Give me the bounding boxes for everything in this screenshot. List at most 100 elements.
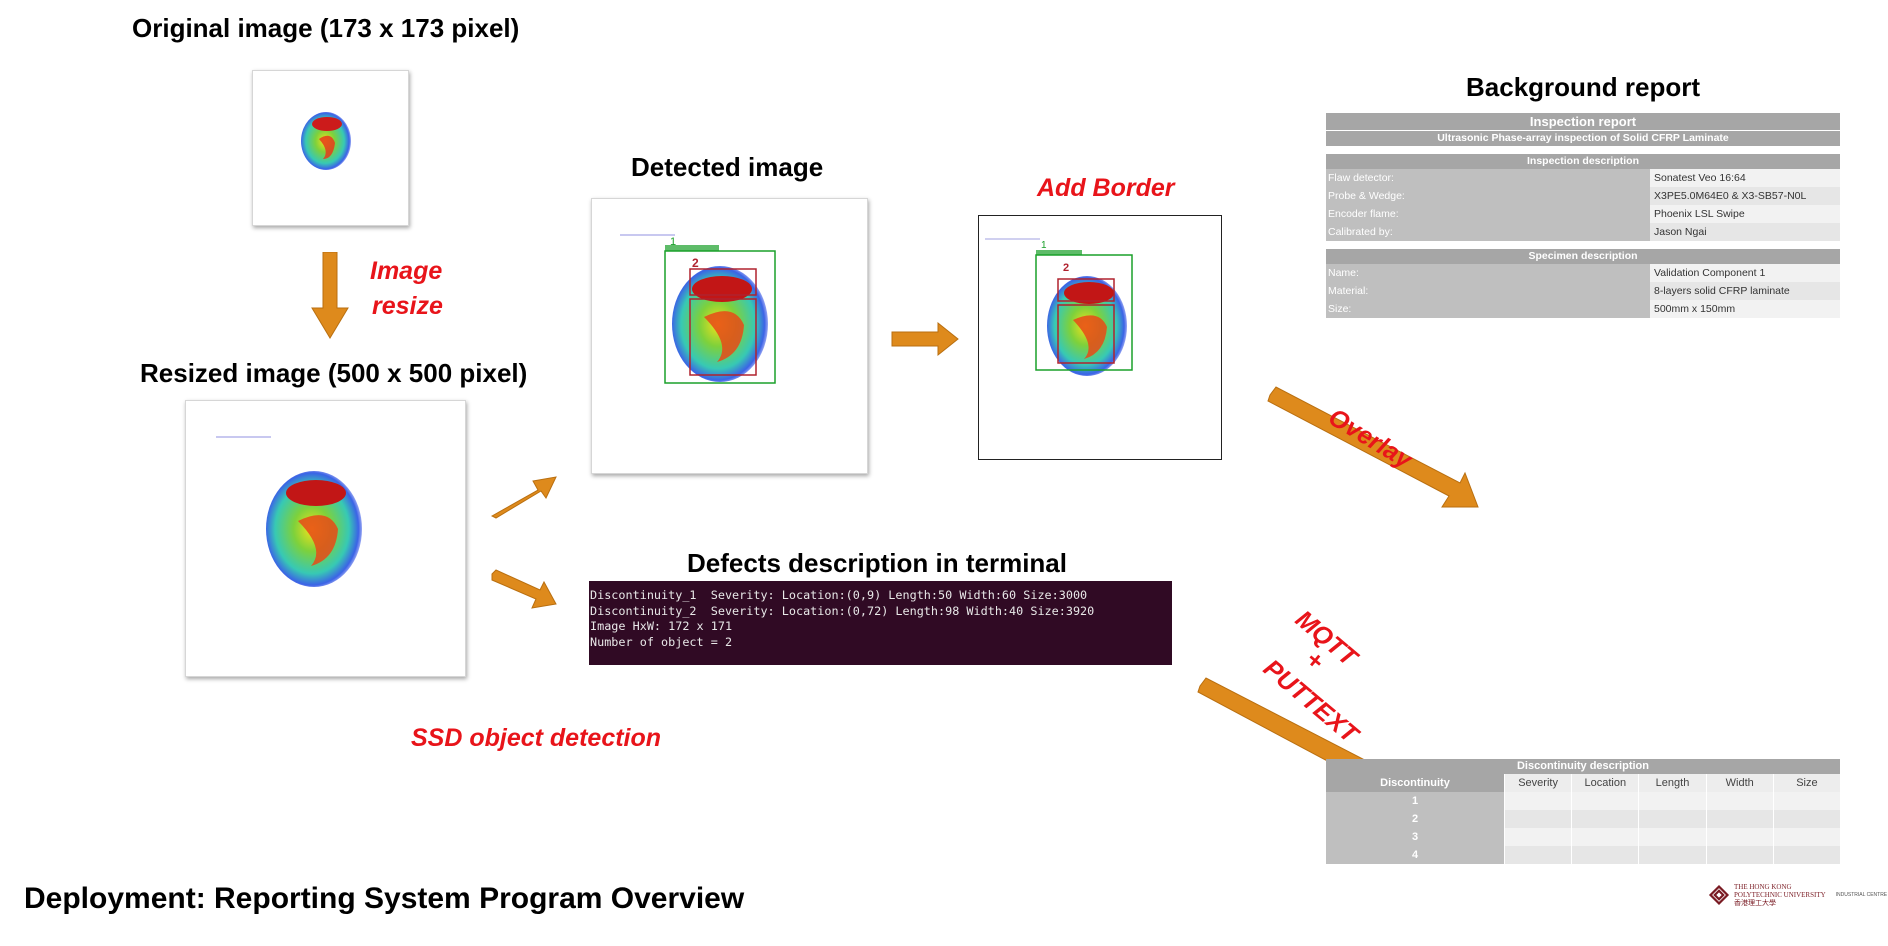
- empty-cell: [1571, 810, 1639, 828]
- column-header: Discontinuity: [1326, 774, 1504, 792]
- empty-cell: [1772, 828, 1841, 846]
- label-background-report: Background report: [1466, 72, 1701, 102]
- logo-line: 香港理工大學: [1734, 899, 1776, 907]
- logo-side: INDUSTRIAL CENTRE: [1835, 892, 1888, 898]
- report-value: Sonatest Veo 16:64: [1650, 169, 1840, 187]
- discontinuity-row: 2: [1326, 810, 1841, 828]
- empty-cell: [1772, 846, 1841, 864]
- label-mqtt: MQTT: [1290, 605, 1363, 672]
- terminal-line: Discontinuity_1 Severity: Location:(0,9)…: [590, 588, 1088, 602]
- university-logo: THE HONG KONG POLYTECHNIC UNIVERSITY 香港理…: [1708, 883, 1887, 907]
- label-image: Image: [370, 257, 443, 285]
- arrow-to-terminal: [491, 569, 557, 609]
- report-row: Encoder flame:Phoenix LSL Swipe: [1326, 205, 1840, 223]
- detected-image: 1 2: [591, 198, 868, 474]
- discontinuity-row: 3: [1326, 828, 1841, 846]
- original-image: [252, 70, 409, 226]
- logo-line: POLYTECHNIC UNIVERSITY: [1734, 891, 1826, 899]
- report-value: 8-layers solid CFRP laminate: [1650, 282, 1840, 300]
- discontinuity-title: Discontinuity description: [1326, 759, 1840, 774]
- detection-box-1: [664, 250, 776, 384]
- column-header: Size: [1772, 774, 1841, 792]
- arrow-to-detected: [490, 476, 557, 519]
- empty-cell: [1772, 810, 1841, 828]
- discontinuity-row: 1: [1326, 792, 1841, 810]
- report-key: Size:: [1326, 300, 1650, 318]
- polyu-logo-icon: [1708, 884, 1730, 906]
- resize-arrow: [311, 252, 349, 339]
- empty-cell: [1571, 828, 1639, 846]
- report-row: Probe & Wedge:X3PE5.0M64E0 & X3-SB57-N0L: [1326, 187, 1840, 205]
- empty-cell: [1638, 810, 1706, 828]
- heatmap-blob: [301, 112, 351, 170]
- terminal-line: Number of object = 2: [590, 634, 733, 649]
- report-value: Jason Ngai: [1650, 223, 1840, 241]
- detection-label-2: 2: [692, 256, 699, 270]
- label-resized-image: Resized image (500 x 500 pixel): [140, 358, 528, 388]
- inspection-report: Inspection report Ultrasonic Phase-array…: [1326, 113, 1840, 318]
- report-key: Flaw detector:: [1326, 169, 1650, 187]
- row-number: 2: [1326, 810, 1504, 828]
- column-header: Severity: [1504, 774, 1572, 792]
- empty-cell: [1504, 828, 1572, 846]
- report-row: Size:500mm x 150mm: [1326, 300, 1840, 318]
- report-key: Material:: [1326, 282, 1650, 300]
- discontinuity-row: 4: [1326, 846, 1841, 864]
- report-row: Flaw detector:Sonatest Veo 16:64: [1326, 169, 1840, 187]
- report-key: Name:: [1326, 264, 1650, 282]
- row-number: 1: [1326, 792, 1504, 810]
- report-key: Calibrated by:: [1326, 223, 1650, 241]
- empty-cell: [1504, 792, 1572, 810]
- detection-box-2: [689, 268, 757, 296]
- report-value: 500mm x 150mm: [1650, 300, 1840, 318]
- report-subtitle: Ultrasonic Phase-array inspection of Sol…: [1326, 131, 1840, 146]
- row-number: 3: [1326, 828, 1504, 846]
- report-row: Material:8-layers solid CFRP laminate: [1326, 282, 1840, 300]
- logo-line: THE HONG KONG: [1734, 883, 1792, 891]
- resized-image: [185, 400, 466, 677]
- terminal-line: Image HxW: 172 x 171: [590, 619, 733, 633]
- label-ssd: SSD object detection: [411, 724, 662, 752]
- label-detected-image: Detected image: [631, 152, 824, 182]
- empty-cell: [1638, 846, 1706, 864]
- empty-cell: [1571, 846, 1639, 864]
- report-section-specimen: Specimen description: [1326, 249, 1840, 264]
- empty-cell: [1504, 810, 1572, 828]
- label-resize: resize: [372, 292, 443, 320]
- column-header: Width: [1705, 774, 1773, 792]
- detection-label-1: 1: [670, 236, 676, 248]
- column-header: Location: [1571, 774, 1639, 792]
- detection-label-2: 2: [1063, 262, 1069, 274]
- empty-cell: [1772, 792, 1841, 810]
- empty-cell: [1705, 810, 1773, 828]
- report-key: Probe & Wedge:: [1326, 187, 1650, 205]
- empty-cell: [1705, 828, 1773, 846]
- report-value: X3PE5.0M64E0 & X3-SB57-N0L: [1650, 187, 1840, 205]
- report-value: Validation Component 1: [1650, 264, 1840, 282]
- detection-canvas: 1 2: [985, 238, 1133, 376]
- bordered-image: 1 2: [978, 215, 1222, 460]
- report-key: Encoder flame:: [1326, 205, 1650, 223]
- arrow-to-add-border: [891, 321, 959, 357]
- column-header: Length: [1638, 774, 1706, 792]
- detection-label-1: 1: [1041, 240, 1047, 251]
- empty-cell: [1638, 828, 1706, 846]
- empty-cell: [1504, 846, 1572, 864]
- label-defects-terminal: Defects description in terminal: [687, 548, 1067, 578]
- detection-canvas: 1 2: [620, 234, 776, 384]
- row-number: 4: [1326, 846, 1504, 864]
- terminal-line: Discontinuity_2 Severity: Location:(0,72…: [590, 603, 1095, 618]
- heatmap-blob: [216, 436, 362, 587]
- empty-cell: [1705, 846, 1773, 864]
- report-row: Calibrated by:Jason Ngai: [1326, 223, 1840, 241]
- empty-cell: [1705, 792, 1773, 810]
- label-original-image: Original image (173 x 173 pixel): [132, 13, 520, 43]
- report-row: Name:Validation Component 1: [1326, 264, 1840, 282]
- label-plus: +: [1300, 645, 1330, 676]
- report-section-inspection: Inspection description: [1326, 154, 1840, 169]
- overlay-arrow: [1267, 386, 1479, 508]
- footer-title: Deployment: Reporting System Program Ove…: [24, 882, 745, 915]
- report-value: Phoenix LSL Swipe: [1650, 205, 1840, 223]
